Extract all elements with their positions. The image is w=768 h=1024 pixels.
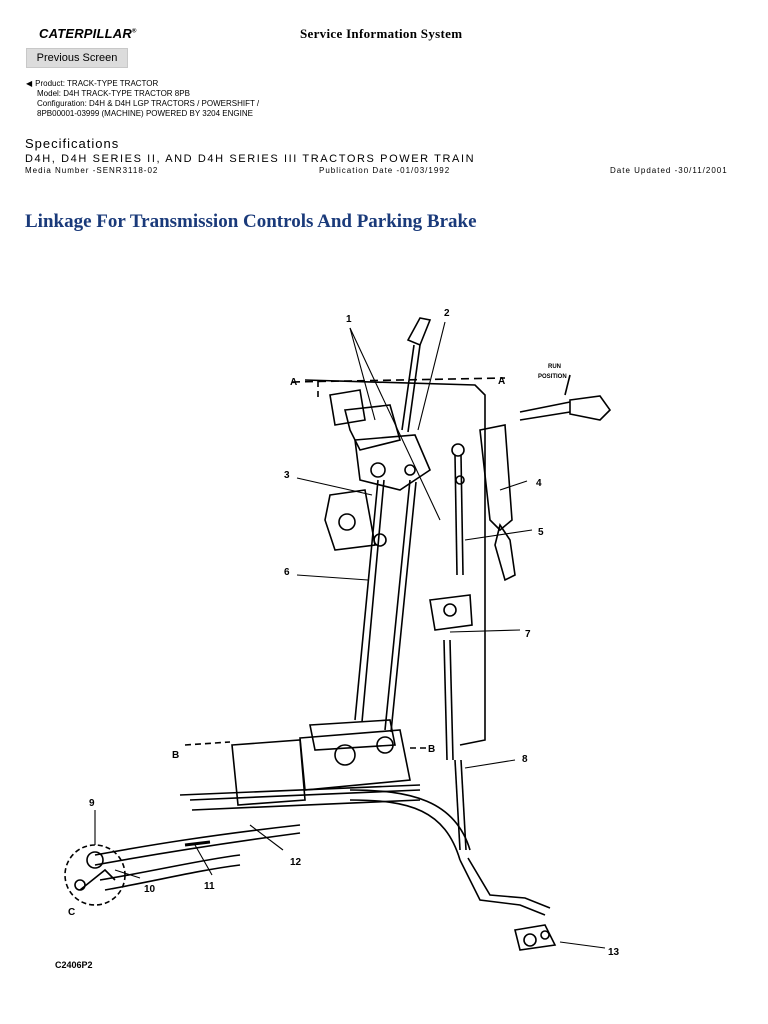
callout-9: 9 — [89, 798, 95, 809]
figure-code: C2406P2 — [55, 960, 93, 970]
section-marker-b-left: B — [172, 750, 179, 761]
previous-screen-button[interactable]: Previous Screen — [26, 48, 128, 68]
callout-1: 1 — [346, 314, 352, 325]
media-number: Media Number -SENR3118-02 — [25, 166, 159, 175]
section-heading: Specifications — [25, 136, 120, 151]
brand-name: CATERPILLAR — [39, 26, 132, 41]
section-marker-b-right: B — [428, 744, 435, 755]
callout-12: 12 — [290, 857, 302, 868]
model-line: Model: D4H TRACK-TYPE TRACTOR 8PB — [37, 89, 190, 98]
callout-7: 7 — [525, 629, 531, 640]
page-title: Linkage For Transmission Controls And Pa… — [25, 211, 477, 232]
callout-3: 3 — [284, 470, 290, 481]
run-position-label-2: POSITION — [538, 374, 567, 380]
configuration-line-2: 8PB00001-03999 (MACHINE) POWERED BY 3204… — [37, 109, 253, 118]
callout-5: 5 — [538, 527, 544, 538]
run-position-label: RUN — [548, 364, 561, 370]
product-info: ◀Product: TRACK-TYPE TRACTOR Model: D4H … — [26, 79, 259, 119]
registered-mark: ® — [131, 28, 137, 35]
product-line: Product: TRACK-TYPE TRACTOR — [35, 79, 159, 88]
section-marker-c: C — [68, 907, 75, 918]
section-marker-a-left: A — [290, 377, 297, 388]
callout-8: 8 — [522, 754, 528, 765]
section-marker-a-right: A — [498, 376, 505, 387]
caterpillar-logo: CATERPILLAR® — [39, 26, 137, 41]
callout-10: 10 — [144, 884, 156, 895]
system-title: Service Information System — [300, 26, 463, 41]
callout-2: 2 — [444, 308, 450, 319]
linkage-diagram: 1 2 3 4 5 6 7 8 9 10 11 12 13 A A B B C … — [64, 308, 620, 958]
back-arrow-icon[interactable]: ◀ — [26, 79, 33, 88]
callout-11: 11 — [204, 881, 215, 892]
publication-date: Publication Date -01/03/1992 — [319, 166, 451, 175]
callout-6: 6 — [284, 567, 290, 578]
configuration-line: Configuration: D4H & D4H LGP TRACTORS / … — [37, 99, 260, 108]
date-updated: Date Updated -30/11/2001 — [610, 166, 728, 175]
callout-4: 4 — [536, 478, 542, 489]
callout-13: 13 — [608, 947, 620, 958]
document-subtitle: D4H, D4H SERIES II, AND D4H SERIES III T… — [25, 153, 476, 165]
